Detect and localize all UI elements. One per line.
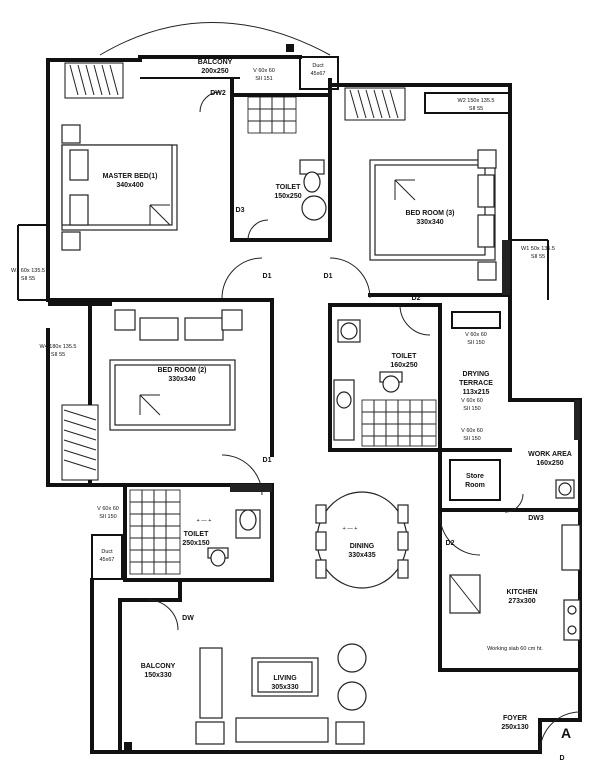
v-dry1-label: V 60x 60 xyxy=(461,398,483,404)
door-d1-a: D1 xyxy=(263,273,272,280)
window-marks xyxy=(48,44,580,750)
drying-terrace-label-2: TERRACE xyxy=(459,380,493,387)
toilet-master-label: TOILET xyxy=(276,184,301,191)
w2-sill: SII 55 xyxy=(469,106,483,112)
bed-room-3-size: 330x340 xyxy=(416,219,443,226)
tiles xyxy=(129,96,437,575)
beds xyxy=(61,124,497,431)
v-store-sill: SII 150 xyxy=(467,340,484,346)
duct-top-size: 45x67 xyxy=(311,71,326,77)
w4-label: W4 180x 135.5 xyxy=(40,344,77,350)
kitchen-label: KITCHEN xyxy=(506,589,537,596)
balcony-left-label: BALCONY xyxy=(141,663,176,670)
balcony-top-size: 200x250 xyxy=(201,68,228,75)
living-size: 305x330 xyxy=(271,684,298,691)
fixtures xyxy=(207,159,581,641)
duct-left-label: Duct xyxy=(101,549,113,555)
toilet-master-size: 150x250 xyxy=(274,193,301,200)
v-dry2-sill: SII 150 xyxy=(463,436,480,442)
dining-set xyxy=(315,491,409,589)
notes: Working slab 60 cm ht. + — + + — + xyxy=(197,518,544,652)
walls xyxy=(17,55,582,754)
master-bed-label: MASTER BED(1) xyxy=(103,173,158,180)
dining-label: DINING xyxy=(350,543,375,550)
main-door-label: D xyxy=(559,755,564,762)
kitchen-size: 273x300 xyxy=(508,598,535,605)
work-area-label: WORK AREA xyxy=(528,451,572,458)
bed-room-3-label: BED ROOM (3) xyxy=(406,210,455,217)
living-furniture xyxy=(195,643,367,745)
window-labels: W2 150x 135.5 SII 55 W1 50x 135.5 SII 55… xyxy=(11,68,555,520)
w1-left-sill: SII 55 xyxy=(21,276,35,282)
foyer-size: 250x130 xyxy=(501,724,528,731)
wardrobes xyxy=(61,62,406,481)
bed-room-2-label: BED ROOM (2) xyxy=(158,367,207,374)
balcony-left-size: 150x330 xyxy=(144,672,171,679)
door-d1-c: D1 xyxy=(263,457,272,464)
main-entry-marker: A xyxy=(561,725,571,741)
door-d3: D3 xyxy=(236,207,245,214)
w1-right-label: W1 50x 135.5 xyxy=(521,246,555,252)
door-labels: D1 D1 D1 D2 D2 D3 DW2 DW3 DW A D xyxy=(182,90,571,762)
drying-terrace-label: DRYING xyxy=(463,371,491,378)
door-d2-b: D2 xyxy=(446,540,455,547)
temp-marker-2: + — + xyxy=(343,526,358,532)
kitchen-slab-note: Working slab 60 cm ht. xyxy=(487,646,543,652)
toilet-common-size: 250x150 xyxy=(182,540,209,547)
w1-left-label: W1 60x 135.5 xyxy=(11,268,45,274)
door-dw2: DW2 xyxy=(210,90,226,97)
duct-top-label: Duct xyxy=(312,63,324,69)
drying-terrace-size: 113x215 xyxy=(463,389,490,396)
v-top-sill: SII 151 xyxy=(255,76,272,82)
store-label: Store xyxy=(466,473,484,480)
bed-room-2-size: 330x340 xyxy=(168,376,195,383)
work-area-size: 160x250 xyxy=(536,460,563,467)
v-store-label: V 60x 60 xyxy=(465,332,487,338)
living-label: LIVING xyxy=(273,675,297,682)
top-balcony-arc xyxy=(99,22,331,56)
v-dry1-sill: SII 150 xyxy=(463,406,480,412)
door-dw3: DW3 xyxy=(528,515,544,522)
balcony-top-label: BALCONY xyxy=(198,59,233,66)
foyer-label: FOYER xyxy=(503,715,527,722)
room-labels: BALCONY 200x250 MASTER BED(1) 340x400 TO… xyxy=(100,59,572,731)
duct-left-size: 45x67 xyxy=(100,557,115,563)
w1-right-sill: SII 55 xyxy=(531,254,545,260)
door-swings xyxy=(147,91,581,753)
door-dw: DW xyxy=(182,615,194,622)
v-left-label: V 60x 60 xyxy=(97,506,119,512)
dining-size: 330x435 xyxy=(348,552,375,559)
toilet-common-label: TOILET xyxy=(184,531,209,538)
v-left-sill: SII 150 xyxy=(99,514,116,520)
temp-marker-1: + — + xyxy=(197,518,212,524)
w4-sill: SII 55 xyxy=(51,352,65,358)
v-top-label: V 60x 60 xyxy=(253,68,275,74)
door-d1-b: D1 xyxy=(324,273,333,280)
master-bed-size: 340x400 xyxy=(116,182,143,189)
door-d2-a: D2 xyxy=(412,295,421,302)
v-dry2-label: V 60x 60 xyxy=(461,428,483,434)
toilet-right-size: 160x250 xyxy=(390,362,417,369)
w2-label: W2 150x 135.5 xyxy=(458,98,495,104)
toilet-right-label: TOILET xyxy=(392,353,417,360)
store-size: Room xyxy=(465,482,485,489)
